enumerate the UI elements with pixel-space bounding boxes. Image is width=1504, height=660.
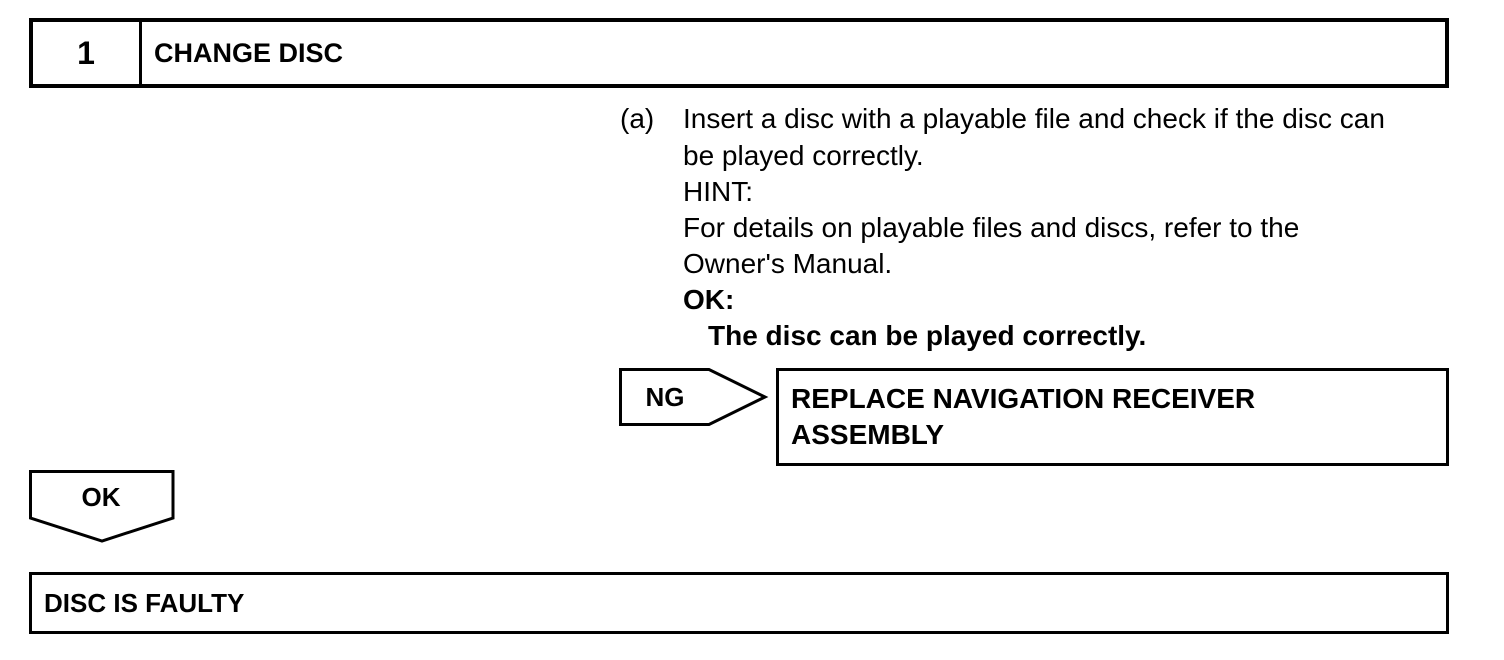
hint-text: For details on playable files and discs,… xyxy=(683,212,1300,243)
ng-label: NG xyxy=(645,381,685,412)
hint-label: HINT: xyxy=(683,176,753,207)
ok-criteria-label: OK: xyxy=(683,284,735,315)
instruction-line: be played correctly. xyxy=(683,140,924,171)
step-title: CHANGE DISC xyxy=(154,37,344,68)
ok-arrow-icon xyxy=(29,470,175,543)
ng-action-box: REPLACE NAVIGATION RECEIVER ASSEMBLY xyxy=(776,368,1449,466)
ok-label: OK xyxy=(81,481,121,512)
result-box: DISC IS FAULTY xyxy=(29,572,1449,634)
instruction-line: Insert a disc with a playable file and c… xyxy=(683,103,1385,134)
step-header: 1 CHANGE DISC xyxy=(29,18,1449,88)
ng-action-text: ASSEMBLY xyxy=(791,419,945,450)
ok-criteria-text: The disc can be played correctly. xyxy=(708,320,1147,351)
instruction-marker: (a) xyxy=(620,103,655,134)
ng-arrow-icon xyxy=(619,368,769,426)
hint-text: Owner's Manual. xyxy=(683,248,893,279)
ng-action-text: REPLACE NAVIGATION RECEIVER xyxy=(791,383,1256,414)
step-number: 1 xyxy=(33,22,142,84)
